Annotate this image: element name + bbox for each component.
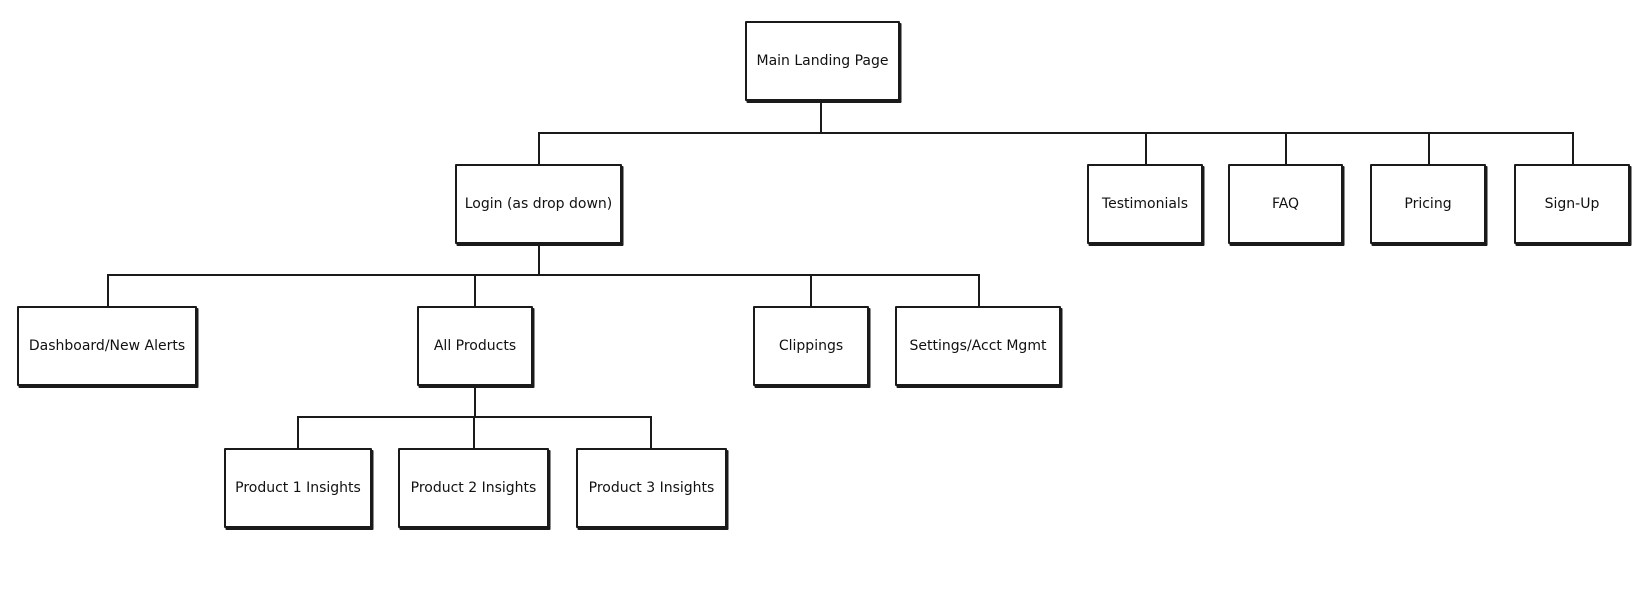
node-pricing[interactable]: Pricing — [1370, 164, 1486, 244]
node-faq[interactable]: FAQ — [1228, 164, 1343, 244]
connector-line — [810, 274, 812, 306]
node-all-products[interactable]: All Products — [417, 306, 533, 386]
node-product-1-insights[interactable]: Product 1 Insights — [224, 448, 372, 528]
connector-line — [107, 274, 980, 276]
connector-line — [297, 416, 299, 448]
connector-line — [1285, 132, 1287, 164]
node-testimonials[interactable]: Testimonials — [1087, 164, 1203, 244]
node-settings-acct-mgmt[interactable]: Settings/Acct Mgmt — [895, 306, 1061, 386]
connector-line — [538, 132, 1574, 134]
connector-line — [1145, 132, 1147, 164]
connector-line — [650, 416, 652, 448]
connector-line — [538, 244, 540, 275]
node-sign-up[interactable]: Sign-Up — [1514, 164, 1630, 244]
connector-line — [538, 132, 540, 164]
node-login[interactable]: Login (as drop down) — [455, 164, 622, 244]
node-product-3-insights[interactable]: Product 3 Insights — [576, 448, 727, 528]
node-dashboard-new-alerts[interactable]: Dashboard/New Alerts — [17, 306, 197, 386]
connector-line — [1428, 132, 1430, 164]
connector-line — [474, 386, 476, 417]
node-clippings[interactable]: Clippings — [753, 306, 869, 386]
node-product-2-insights[interactable]: Product 2 Insights — [398, 448, 549, 528]
connector-line — [820, 101, 822, 133]
connector-line — [1572, 132, 1574, 164]
connector-line — [473, 416, 475, 448]
connector-line — [474, 274, 476, 306]
connector-line — [978, 274, 980, 306]
connector-line — [107, 274, 109, 306]
node-main-landing-page[interactable]: Main Landing Page — [745, 21, 900, 101]
